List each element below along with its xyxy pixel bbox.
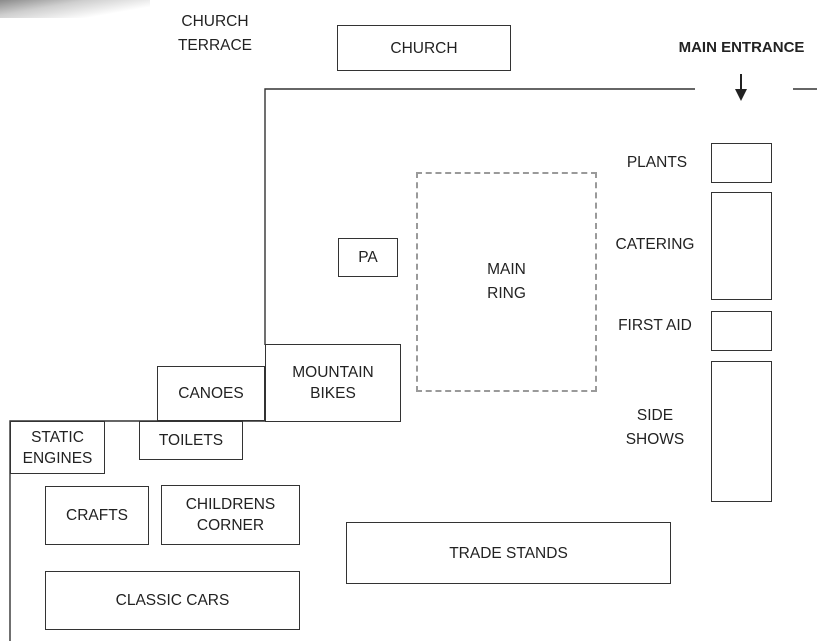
plants-stall: [711, 143, 772, 183]
crafts-area: CRAFTS: [45, 486, 149, 545]
toilets-area: TOILETS: [139, 421, 243, 460]
church-area: CHURCH: [337, 25, 511, 71]
mountain-bikes-area: MOUNTAIN BIKES: [265, 344, 401, 422]
corner-shadow: [0, 0, 150, 18]
first-aid-label: FIRST AID: [618, 317, 692, 334]
main-entrance-label: MAIN ENTRANCE: [678, 39, 805, 56]
side-shows-stall: [711, 361, 772, 502]
catering-label: CATERING: [615, 236, 695, 253]
first-aid-stall: [711, 311, 772, 351]
church-terrace-label: CHURCH TERRACE: [177, 13, 253, 54]
childrens-corner-area: CHILDRENS CORNER: [161, 485, 300, 545]
arrow-down-icon: [735, 74, 747, 101]
trade-stands-area: TRADE STANDS: [346, 522, 671, 584]
main-ring-area: MAIN RING: [416, 172, 597, 392]
side-shows-label: SIDE SHOWS: [625, 407, 685, 448]
pa-area: PA: [338, 238, 398, 277]
classic-cars-area: CLASSIC CARS: [45, 571, 300, 630]
plants-label: PLANTS: [626, 154, 688, 171]
static-engines-area: STATIC ENGINES: [10, 421, 105, 474]
catering-stall: [711, 192, 772, 300]
canoes-area: CANOES: [157, 366, 265, 421]
inner-boundary-line: [264, 88, 695, 345]
